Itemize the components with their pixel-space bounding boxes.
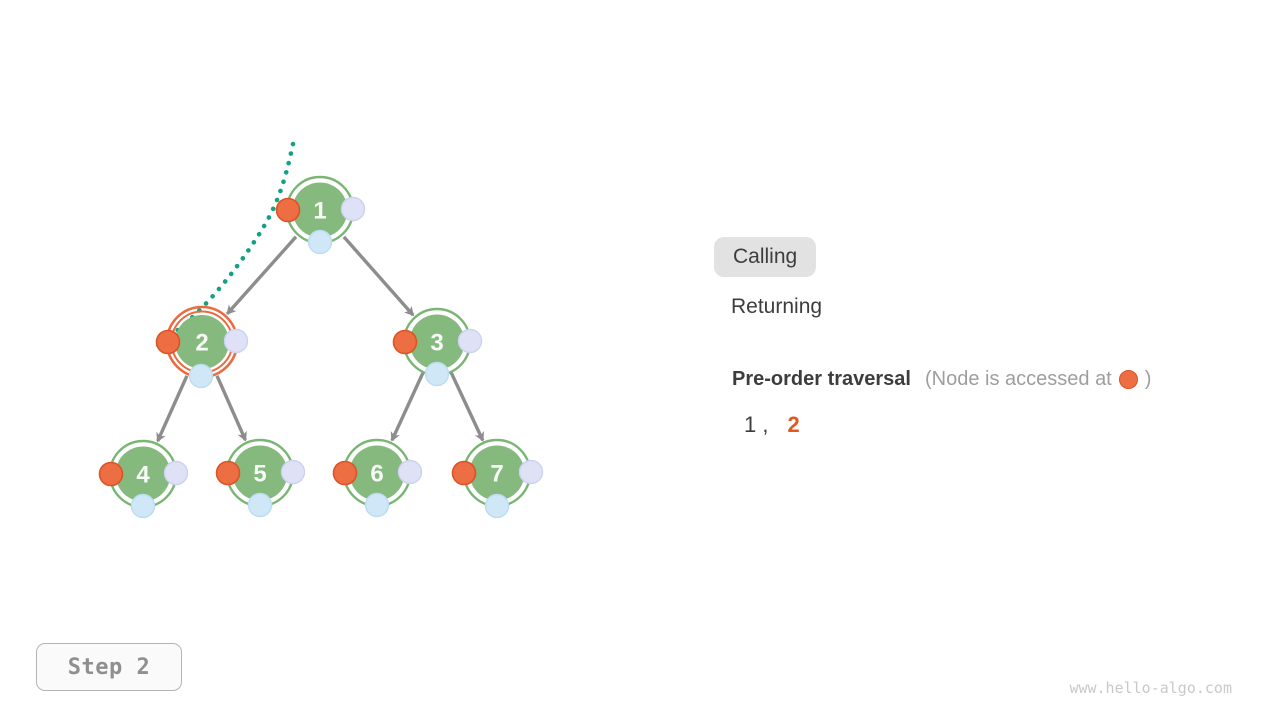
tree-node-3: 3 — [392, 307, 483, 387]
edge-2-5 — [215, 375, 247, 442]
bottom-dot-icon — [130, 493, 156, 519]
sequence-item: 1 , — [744, 412, 769, 437]
bottom-dot-icon — [424, 361, 450, 387]
tree-node-5: 5 — [215, 438, 306, 518]
node-circle — [349, 445, 405, 501]
traversal-header: Pre-order traversal (Node is accessed at… — [732, 368, 1151, 391]
node-circle — [469, 445, 525, 501]
bottom-dot-icon — [484, 493, 510, 519]
right-dot-icon — [163, 460, 189, 486]
edge-1-3 — [342, 235, 415, 317]
bottom-dot-icon — [247, 492, 273, 518]
bottom-dot-icon — [307, 229, 333, 255]
node-label: 5 — [253, 461, 266, 488]
access-dot-icon — [215, 460, 241, 486]
binary-tree-diagram: 1 2 3 4 — [98, 141, 544, 519]
tree-node-2: 2 — [155, 305, 249, 389]
right-dot-icon — [223, 328, 249, 354]
edge-3-6 — [390, 372, 425, 442]
node-circle — [409, 314, 465, 370]
access-dot-icon — [98, 461, 124, 487]
watermark: www.hello-algo.com — [1069, 679, 1232, 697]
access-note-prefix: (Node is accessed at — [924, 368, 1112, 390]
tree-node-6: 6 — [332, 438, 423, 518]
bottom-dot-icon — [188, 363, 214, 389]
legend-calling-badge: Calling — [714, 237, 817, 277]
node-label: 6 — [370, 461, 383, 488]
node-circle — [175, 315, 229, 369]
sequence-item-current: 2 — [787, 412, 800, 437]
traversal-title: Pre-order traversal — [732, 368, 911, 390]
access-dot-legend-icon — [1118, 370, 1138, 389]
step-label: Step 2 — [67, 654, 151, 680]
legend-calling-label: Calling — [733, 245, 798, 268]
node-label: 4 — [136, 462, 150, 489]
edge-2-4 — [156, 375, 189, 443]
node-circle — [115, 446, 171, 502]
bottom-dot-icon — [364, 492, 390, 518]
tree-node-7: 7 — [451, 438, 544, 519]
right-dot-icon — [397, 459, 423, 485]
step-indicator: Step 2 — [36, 643, 182, 691]
node-circle — [232, 445, 288, 501]
access-note-suffix: ) — [1144, 368, 1152, 390]
traversal-sequence: 1 , 2 — [744, 412, 800, 438]
edge-3-7 — [449, 372, 485, 442]
node-circle — [292, 182, 348, 238]
tree-edges — [156, 235, 485, 443]
traversal-path — [155, 141, 296, 347]
access-dot-icon — [155, 329, 181, 355]
access-dot-icon — [392, 329, 418, 355]
right-dot-icon — [340, 196, 366, 222]
legend-returning-label: Returning — [731, 295, 823, 318]
node-label: 2 — [195, 330, 208, 357]
tree-node-4: 4 — [98, 439, 189, 519]
right-dot-icon — [457, 328, 483, 354]
right-dot-icon — [280, 459, 306, 485]
edge-1-2 — [226, 235, 298, 315]
right-dot-icon — [518, 459, 544, 485]
traversal-access-note: (Node is accessed at ) — [925, 368, 1151, 391]
node-label: 3 — [430, 330, 443, 357]
node-label: 7 — [490, 461, 503, 488]
access-dot-icon — [275, 197, 301, 223]
access-dot-icon — [451, 460, 477, 486]
node-label: 1 — [313, 198, 326, 225]
tree-node-1: 1 — [275, 175, 366, 255]
access-dot-icon — [332, 460, 358, 486]
